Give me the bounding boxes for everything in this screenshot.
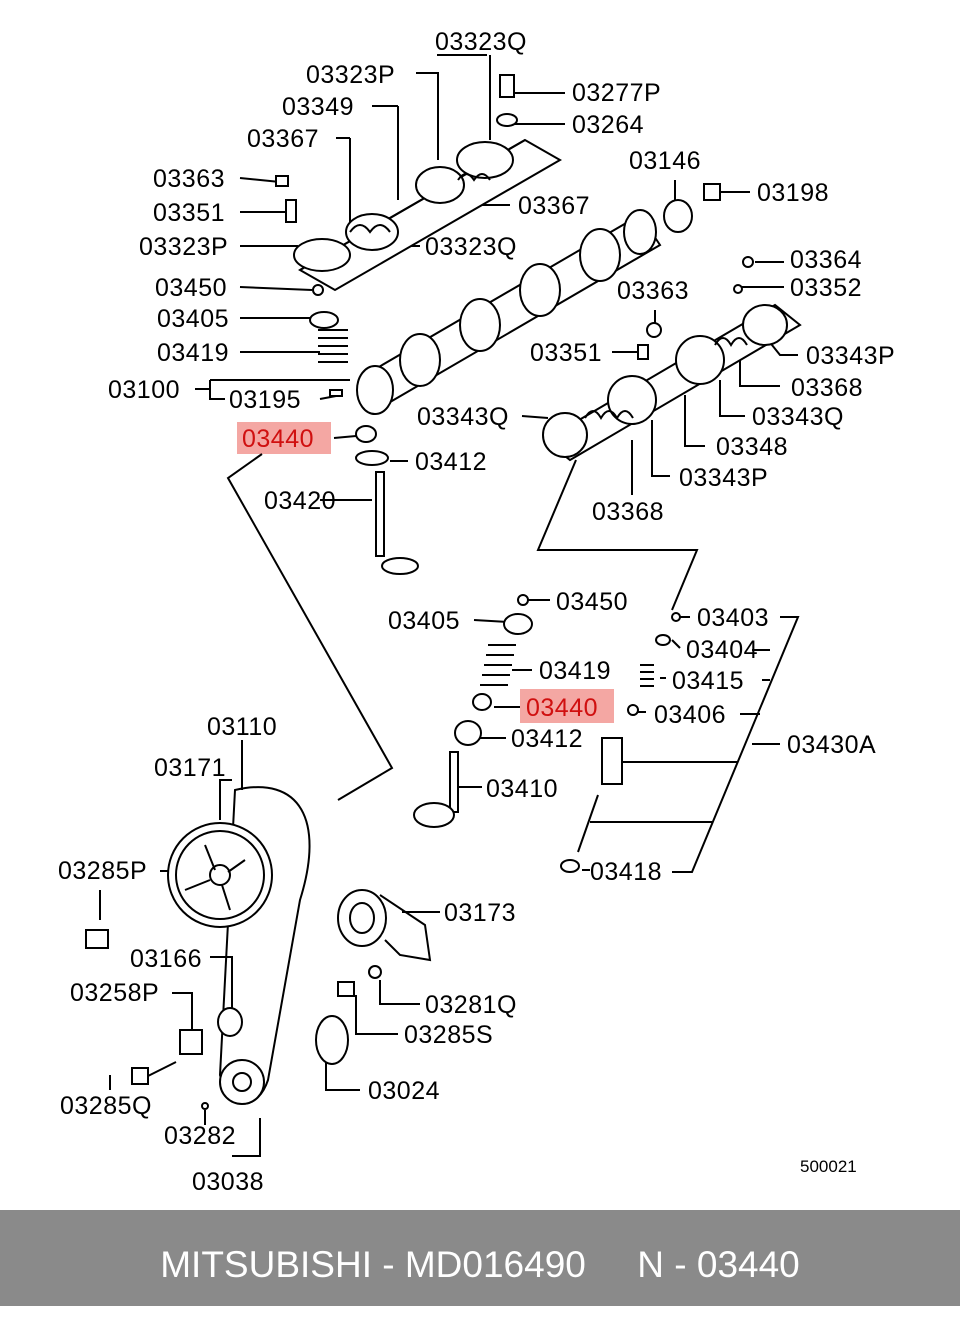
label-03277p: 03277P bbox=[572, 79, 661, 107]
diagram-code: 500021 bbox=[800, 1157, 857, 1176]
highlight-box-03440-lower bbox=[520, 689, 614, 723]
label-03282: 03282 bbox=[164, 1122, 236, 1150]
label-03198: 03198 bbox=[757, 179, 829, 207]
label-03440-highlighted: 03440 bbox=[242, 425, 314, 453]
label-03258p: 03258P bbox=[70, 979, 159, 1007]
label-03173: 03173 bbox=[444, 899, 516, 927]
label-03343p: 03343P bbox=[806, 342, 895, 370]
label-03285s: 03285S bbox=[404, 1021, 493, 1049]
label-03368: 03368 bbox=[592, 498, 664, 526]
label-03285p: 03285P bbox=[58, 857, 147, 885]
label-03368: 03368 bbox=[791, 374, 863, 402]
label-03171: 03171 bbox=[154, 754, 226, 782]
label-03363: 03363 bbox=[617, 277, 689, 305]
label-03351: 03351 bbox=[153, 199, 225, 227]
label-03024: 03024 bbox=[368, 1077, 440, 1105]
label-03404: 03404 bbox=[686, 636, 758, 664]
label-03415: 03415 bbox=[672, 667, 744, 695]
label-03419: 03419 bbox=[539, 657, 611, 685]
label-03323q: 03323Q bbox=[425, 233, 517, 261]
label-03348: 03348 bbox=[716, 433, 788, 461]
label-03281q: 03281Q bbox=[425, 991, 517, 1019]
parts-diagram: 03323Q 03323P 03277P 03349 03264 03367 0… bbox=[58, 28, 895, 1196]
label-03412: 03412 bbox=[511, 725, 583, 753]
label-03363: 03363 bbox=[153, 165, 225, 193]
label-03440-highlighted: 03440 bbox=[526, 694, 598, 722]
label-03343q: 03343Q bbox=[417, 403, 509, 431]
label-03323q: 03323Q bbox=[435, 28, 527, 56]
part-shapes bbox=[85, 74, 802, 1110]
label-03412: 03412 bbox=[415, 448, 487, 476]
label-03100: 03100 bbox=[108, 376, 180, 404]
label-03450: 03450 bbox=[155, 274, 227, 302]
label-03418: 03418 bbox=[590, 858, 662, 886]
label-03367: 03367 bbox=[518, 192, 590, 220]
label-03450: 03450 bbox=[556, 588, 628, 616]
label-03323p: 03323P bbox=[306, 61, 395, 89]
label-03367: 03367 bbox=[247, 125, 319, 153]
label-03038: 03038 bbox=[192, 1168, 264, 1196]
label-03403: 03403 bbox=[697, 604, 769, 632]
label-03343q: 03343Q bbox=[752, 403, 844, 431]
label-03110: 03110 bbox=[207, 713, 277, 741]
footer-bar: MITSUBISHI - MD016490 N - 03440 bbox=[0, 1210, 960, 1306]
label-03406: 03406 bbox=[654, 701, 726, 729]
footer-part-number: MITSUBISHI - MD016490 N - 03440 bbox=[160, 1244, 800, 1285]
label-03349: 03349 bbox=[282, 93, 354, 121]
highlight-box-03440-upper bbox=[237, 422, 331, 454]
label-03430a: 03430A bbox=[787, 731, 876, 759]
label-03285q: 03285Q bbox=[60, 1092, 152, 1120]
label-03405: 03405 bbox=[388, 607, 460, 635]
label-03351: 03351 bbox=[530, 339, 602, 367]
label-03405: 03405 bbox=[157, 305, 229, 333]
label-03343p: 03343P bbox=[679, 464, 768, 492]
label-03420: 03420 bbox=[264, 487, 336, 515]
label-03419: 03419 bbox=[157, 339, 229, 367]
label-03410: 03410 bbox=[486, 775, 558, 803]
label-03323p: 03323P bbox=[139, 233, 228, 261]
label-03364: 03364 bbox=[790, 246, 862, 274]
label-03352: 03352 bbox=[790, 274, 862, 302]
label-03146: 03146 bbox=[629, 147, 701, 175]
label-03195: 03195 bbox=[229, 386, 301, 414]
label-03264: 03264 bbox=[572, 111, 644, 139]
label-03166: 03166 bbox=[130, 945, 202, 973]
